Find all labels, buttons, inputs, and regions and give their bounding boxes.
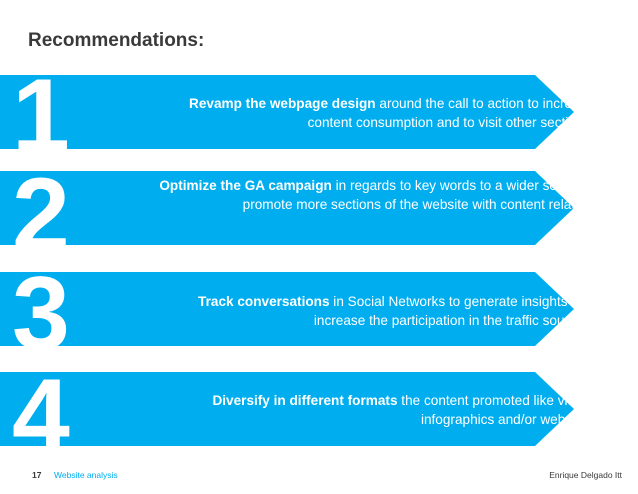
recommendation-body-4: the content promoted like video, infogra… [397, 393, 594, 427]
recommendation-banner-4 [0, 372, 574, 446]
recommendation-number-2: 2 [12, 157, 70, 273]
recommendation-bold-1: Revamp the webpage design [189, 96, 376, 111]
recommendation-body-3: in Social Networks to generate insights … [313, 294, 594, 328]
recommendation-bold-3: Track conversations [198, 294, 330, 309]
recommendation-banner-3 [0, 272, 574, 346]
recommendation-body-2: in regards to key words to a wider scope… [242, 178, 594, 212]
slide-title: Recommendations: [28, 30, 205, 51]
recommendation-body-1: around the call to action to increase co… [307, 96, 594, 130]
recommendation-number-1: 1 [12, 58, 70, 174]
recommendation-text-3: Track conversations in Social Networks t… [154, 292, 594, 330]
recommendation-number-4: 4 [12, 358, 70, 474]
recommendation-text-1: Revamp the webpage design around the cal… [154, 94, 594, 132]
recommendation-bold-4: Diversify in different formats [212, 393, 398, 408]
recommendation-text-2: Optimize the GA campaign in regards to k… [154, 176, 594, 214]
recommendation-bold-2: Optimize the GA campaign [159, 178, 332, 193]
recommendation-text-4: Diversify in different formats the conte… [154, 391, 594, 429]
recommendation-number-3: 3 [12, 256, 70, 372]
recommendation-banner-1 [0, 75, 574, 149]
footer-author: Enrique Delgado Itt [549, 470, 622, 480]
recommendation-banner-2 [0, 171, 574, 245]
page-number: 17 [32, 470, 42, 480]
footer-section-label: Website analysis [54, 470, 118, 480]
